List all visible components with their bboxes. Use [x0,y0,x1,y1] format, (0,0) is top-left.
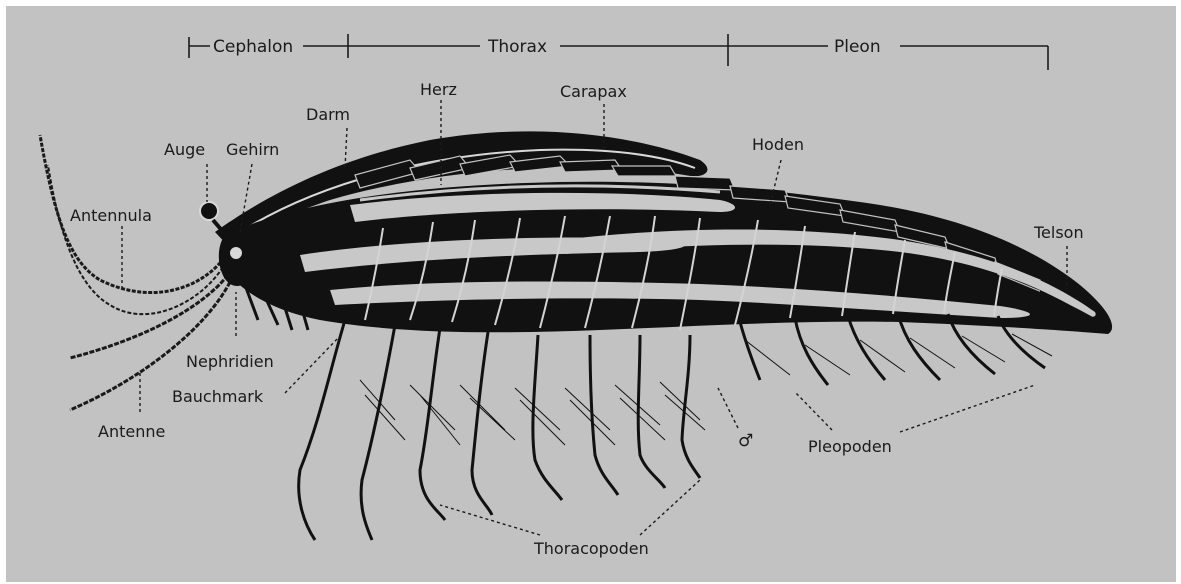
label-auge: Auge [164,140,205,159]
label-bauchmark: Bauchmark [172,387,264,406]
label-antenne: Antenne [98,422,165,441]
label-antennula: Antennula [70,206,152,225]
thoracopoden-legs [299,320,700,540]
region-label-pleon: Pleon [834,37,881,57]
label-nephridien: Nephridien [186,352,274,371]
label-gehirn: Gehirn [226,140,279,159]
label-hoden: Hoden [752,135,804,154]
label-carapax: Carapax [560,82,627,101]
label-telson: Telson [1033,223,1084,242]
label-male-symbol: ♂ [738,431,753,451]
region-label-thorax: Thorax [487,37,547,57]
label-darm: Darm [306,105,350,124]
label-pleopoden: Pleopoden [808,437,892,456]
label-herz: Herz [420,80,457,99]
region-label-cephalon: Cephalon [213,37,293,57]
label-thoracopoden: Thoracopoden [533,539,649,558]
region-bracket [189,34,1048,70]
pleopoden-setae [745,334,1052,375]
